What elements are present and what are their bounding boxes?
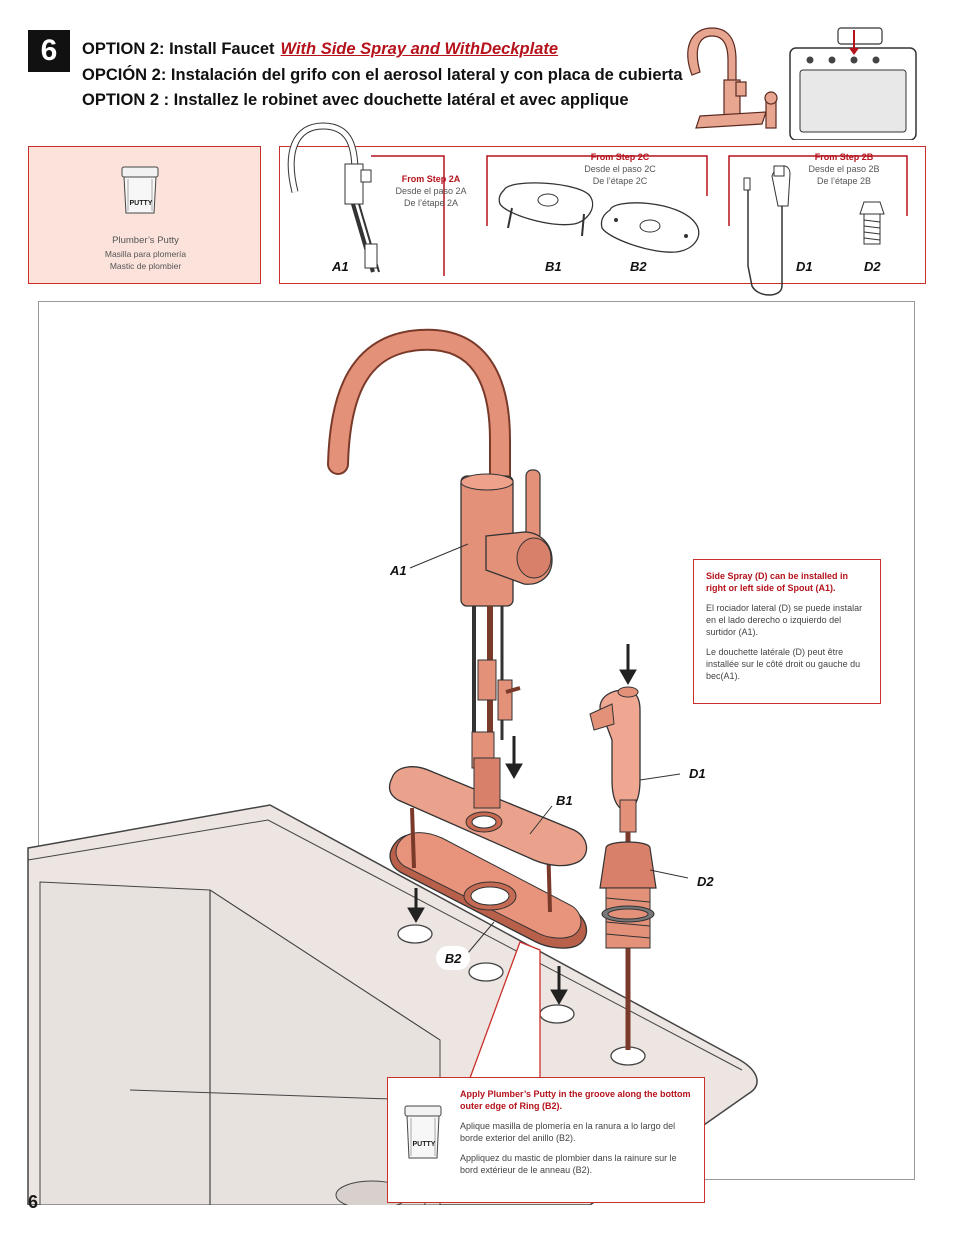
ring-b2-drawing [389,832,588,949]
diagram-label-b2-bubble: B2 [436,946,470,970]
part-label-d2: D2 [864,259,881,274]
side-spray-note-es: El rociador lateral (D) se puede instala… [706,603,863,637]
title-en-emphasis: With Side Spray and WithDeckplate [280,40,559,58]
part-d-drawing [743,165,885,296]
part-label-d1: D1 [796,259,813,274]
installation-diagram [27,328,758,1205]
part-label-b2: B2 [630,259,647,274]
side-spray-note-fr: Le douchette latérale (D) peut être inst… [706,647,861,681]
putty-label-es: Masilla para plomería [104,249,187,259]
title-es: OPCIÓN 2: Instalación del grifo con el a… [82,66,683,84]
diagram-label-d1: D1 [689,766,706,781]
thumb-faucet [687,27,778,129]
from-step-2a: From Step 2A Desde el paso 2A De l’étape… [386,173,476,209]
from-step-2a-en: From Step 2A [401,174,461,184]
title-fr: OPTION 2 : Installez le robinet avec dou… [82,91,629,109]
title-en: OPTION 2: Install Faucet With Side Spray … [82,40,558,59]
direction-arrows [407,644,637,1006]
putty-note-fr: Appliquez du mastic de plombier dans la … [460,1153,677,1175]
part-label-b1: B1 [545,259,562,274]
part-d2-nut [859,201,885,245]
nut-d2-drawing [599,841,657,949]
putty-note: Apply Plumber’s Putty in the groove alon… [387,1077,705,1203]
putty-note-title: Apply Plumber’s Putty in the groove alon… [460,1089,691,1111]
from-step-2c: From Step 2C Desde el paso 2C De l’étape… [570,151,670,187]
part-b2-ring [600,202,700,253]
diagram-label-d2: D2 [697,874,714,889]
putty-jar-label: PUTTY [129,200,153,207]
deckplate-b1-drawing [388,766,588,913]
plumbers-putty-panel: PUTTY Plumber’s Putty Masilla para plome… [28,146,261,284]
overview-thumbnail [687,27,917,140]
from-step-2b: From Step 2B Desde el paso 2B De l’étape… [794,151,894,187]
part-b1-deckplate [498,182,594,237]
part-b-plates-drawing [498,182,700,253]
from-step-2b-en: From Step 2B [814,152,874,162]
putty-jar-icon [121,166,159,214]
from-step-2a-fr: De l’étape 2A [403,198,459,208]
putty-note-es: Aplique masilla de plomería en la ranura… [460,1121,676,1143]
diagram-label-a1: A1 [390,563,407,578]
putty-note-jar-icon [404,1105,442,1159]
part-a1-faucet-drawing [287,122,380,273]
diagram-label-b1: B1 [556,793,573,808]
parts-brackets [371,155,908,276]
parts-panel [279,146,926,284]
faucet-a1-drawing [327,328,553,809]
page-number: 6 [28,1192,39,1212]
part-d1-side-spray [743,165,791,296]
from-step-2c-es: Desde el paso 2C [584,164,656,174]
side-spray-note-title: Side Spray (D) can be installed in right… [706,571,849,593]
putty-note-jar-label: PUTTY [412,1141,436,1148]
from-step-2b-fr: De l’étape 2B [816,176,872,186]
from-step-2b-es: Desde el paso 2B [808,164,880,174]
diagram-label-b2: B2 [444,950,462,966]
putty-label-en: Plumber’s Putty [112,235,179,246]
title-en-prefix: OPTION 2: Install Faucet [82,40,275,58]
thumb-sink [789,27,917,140]
from-step-2c-fr: De l’étape 2C [592,176,648,186]
step-number-badge: 6 [28,30,70,72]
from-step-2c-en: From Step 2C [590,152,650,162]
side-spray-note: Side Spray (D) can be installed in right… [693,559,881,704]
putty-label-fr: Mastic de plombier [109,261,182,271]
from-step-2a-es: Desde el paso 2A [395,186,467,196]
part-label-a1: A1 [332,259,349,274]
